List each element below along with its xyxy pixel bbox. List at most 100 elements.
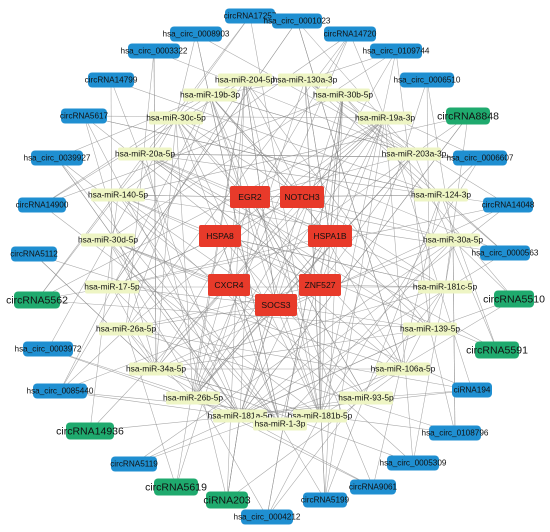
circrna-node: circRNA5617	[60, 108, 109, 124]
mirna-node-label: hsa-miR-30d-5p	[78, 235, 138, 245]
mirna-node-shape	[91, 188, 145, 202]
mirna-node: hsa-miR-30d-5p	[78, 233, 138, 247]
gene-node-shape	[255, 294, 297, 316]
circrna-node-label: circRNA14799	[85, 76, 138, 85]
circrna-node-label: hsa_circ_0001023	[264, 17, 331, 26]
edge-layer	[33, 15, 515, 518]
network-edge	[209, 94, 331, 237]
network-edge	[175, 117, 221, 237]
circrna-node: hsa_circ_0004212	[234, 509, 301, 525]
network-edge	[47, 348, 241, 417]
network-edge	[219, 235, 367, 399]
network-edge	[144, 153, 228, 501]
circrna-node-shape	[480, 245, 530, 261]
network-edge	[452, 239, 515, 300]
mirna-node: hsa-miR-93-5p	[338, 391, 394, 405]
circrna-node-shape	[111, 456, 157, 472]
gene-node: EGR2	[230, 186, 270, 208]
network-edge	[155, 286, 446, 370]
network-edge	[107, 50, 397, 241]
network-edge	[304, 79, 331, 237]
network-edge	[324, 194, 442, 501]
circrna-node-shape	[453, 150, 507, 166]
gene-node-shape	[230, 186, 270, 208]
mirna-node-label: hsa-miR-204-5p	[215, 75, 275, 85]
gene-node-label: SOCS3	[261, 300, 290, 310]
mirna-node-label: hsa-miR-181c-5p	[413, 282, 478, 292]
network-edge	[110, 79, 442, 196]
circrna-node-shape	[206, 491, 248, 509]
mirna-node-label: hsa-miR-139-5p	[400, 324, 460, 334]
circrna-node-shape	[61, 108, 107, 124]
network-edge	[41, 94, 344, 206]
circrna-node-label: circRNA5617	[60, 112, 109, 121]
circrna-node-shape	[31, 150, 83, 166]
gene-node: HSPA8	[199, 225, 241, 247]
mirna-node-shape	[183, 88, 237, 102]
circrna-node-shape	[400, 72, 454, 88]
mirna-node: hsa-miR-1-3p	[253, 417, 307, 431]
circrna-node: circRNA14720	[324, 26, 377, 42]
gene-node: CXCR4	[208, 274, 250, 296]
circrna-node: circRNA17257	[224, 8, 277, 24]
circrna-node: circRNA9061	[349, 479, 398, 495]
network-edge	[175, 117, 251, 198]
network-edge	[155, 328, 431, 370]
circrna-node-label: hsa_circ_0039927	[24, 154, 91, 163]
mirna-node-label: hsa-miR-30a-5p	[423, 235, 483, 245]
circrna-node-label: hsa_circ_0109744	[363, 47, 430, 56]
network-edge	[296, 20, 415, 155]
network-edge	[228, 79, 246, 286]
mirna-node-shape	[129, 362, 183, 376]
network-edge	[36, 117, 386, 301]
circrna-node: circRNA5112	[10, 246, 58, 262]
network-edge	[244, 79, 303, 198]
circrna-node: circRNA5119	[110, 456, 158, 472]
circrna-node: hsa_circ_0003972	[15, 341, 82, 357]
mirna-node: hsa-miR-26b-5p	[163, 391, 223, 405]
mirna-node-label: hsa-miR-19b-3p	[180, 90, 240, 100]
circrna-node-label: hsa_circ_0008903	[163, 30, 230, 39]
mirna-node-label: hsa-miR-17-5p	[84, 282, 140, 292]
mirna-node-shape	[218, 73, 272, 87]
mirna-node: hsa-miR-34a-5p	[126, 362, 186, 376]
circrna-node: circRNA5562	[6, 291, 68, 309]
mirna-node-shape	[358, 111, 412, 125]
network-edge	[452, 239, 456, 434]
network-edge	[125, 328, 456, 434]
circrna-node: circRNA5591	[466, 341, 528, 359]
mirna-node-shape	[339, 391, 393, 405]
network-edge	[429, 328, 456, 434]
gene-node-shape	[199, 225, 241, 247]
circrna-node-label: circRNA8848	[437, 110, 499, 122]
mirna-node-shape	[376, 362, 430, 376]
network-edge	[36, 153, 146, 301]
circrna-node-label: hsa_circ_0005309	[380, 459, 447, 468]
mirna-node: hsa-miR-106a-5p	[371, 362, 436, 376]
network-edge	[83, 115, 241, 417]
gene-node-label: ZNF527	[304, 280, 335, 290]
circrna-node-shape	[14, 291, 60, 309]
circrna-node: hsa_circ_0085440	[27, 383, 94, 399]
mirna-node-shape	[426, 233, 480, 247]
network-edge	[125, 284, 321, 330]
network-edge	[384, 117, 473, 391]
network-edge	[301, 117, 386, 198]
circrna-node-shape	[452, 382, 492, 398]
circrna-node: circRNA5510	[483, 290, 545, 308]
network-edge	[83, 115, 386, 119]
network-edge	[117, 33, 351, 196]
circrna-node-shape	[128, 43, 180, 59]
mirna-node: hsa-miR-20a-5p	[115, 147, 175, 161]
circrna-node-shape	[33, 383, 87, 399]
circrna-node-label: circRNA5562	[6, 294, 68, 306]
circrna-node-shape	[170, 26, 222, 42]
circrna-node-shape	[303, 492, 347, 508]
circrna-node-label: circRNA9061	[349, 483, 398, 492]
network-edge	[219, 235, 281, 425]
circrna-node: circRNA5199	[301, 492, 350, 508]
circrna-node-label: circRNA14900	[16, 201, 69, 210]
network-edge	[117, 194, 281, 425]
mirna-node-label: hsa-miR-130a-3p	[273, 75, 338, 85]
gene-node-shape	[208, 274, 250, 296]
